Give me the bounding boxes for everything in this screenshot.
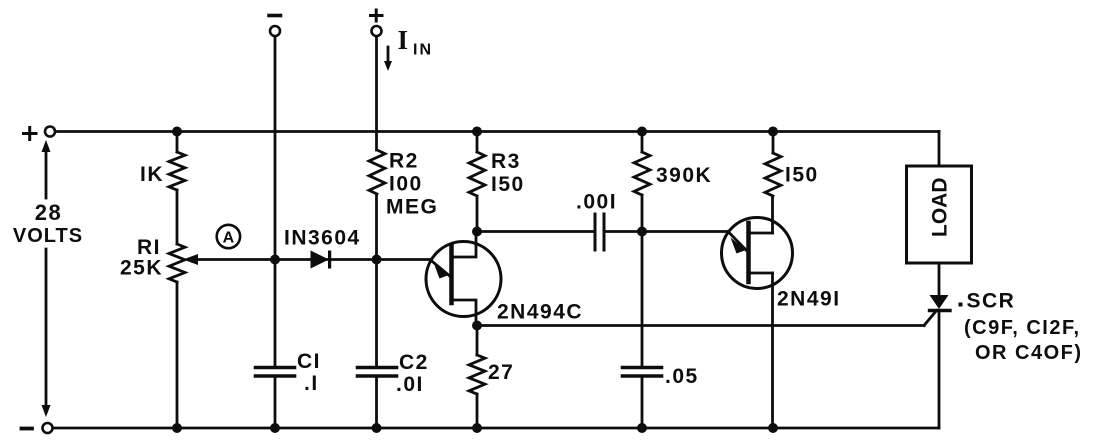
svg-text:SCR: SCR <box>967 290 1016 313</box>
svg-text:390K: 390K <box>656 164 712 187</box>
svg-text:2N494C: 2N494C <box>497 301 583 324</box>
svg-text:(C9F, CI2F,: (C9F, CI2F, <box>964 317 1081 339</box>
svg-text:27: 27 <box>488 361 514 384</box>
svg-text:28: 28 <box>35 200 62 225</box>
svg-text:VOLTS: VOLTS <box>13 225 83 247</box>
svg-text:RI: RI <box>137 236 161 259</box>
svg-text:I: I <box>398 25 409 55</box>
svg-text:R3: R3 <box>491 150 521 173</box>
svg-text:CI: CI <box>297 350 321 373</box>
svg-text:25K: 25K <box>120 257 163 280</box>
svg-text:LOAD: LOAD <box>929 178 952 238</box>
svg-text:.0I: .0I <box>396 373 424 396</box>
svg-text:MEG: MEG <box>386 196 438 219</box>
svg-text:OR C4OF): OR C4OF) <box>975 342 1083 364</box>
svg-text:I50: I50 <box>785 164 819 187</box>
svg-text:IN3604: IN3604 <box>284 227 361 250</box>
svg-text:C2: C2 <box>399 351 429 374</box>
svg-text:.I: .I <box>304 372 319 395</box>
svg-text:I50: I50 <box>491 173 525 196</box>
svg-text:.05: .05 <box>665 365 699 388</box>
svg-text:.00I: .00I <box>576 191 617 214</box>
svg-text:I00: I00 <box>389 173 423 196</box>
svg-text:IN: IN <box>413 42 433 59</box>
svg-text:2N49I: 2N49I <box>777 288 841 311</box>
svg-text:A: A <box>223 230 235 247</box>
svg-text:R2: R2 <box>389 150 419 173</box>
svg-text:IK: IK <box>140 163 164 186</box>
